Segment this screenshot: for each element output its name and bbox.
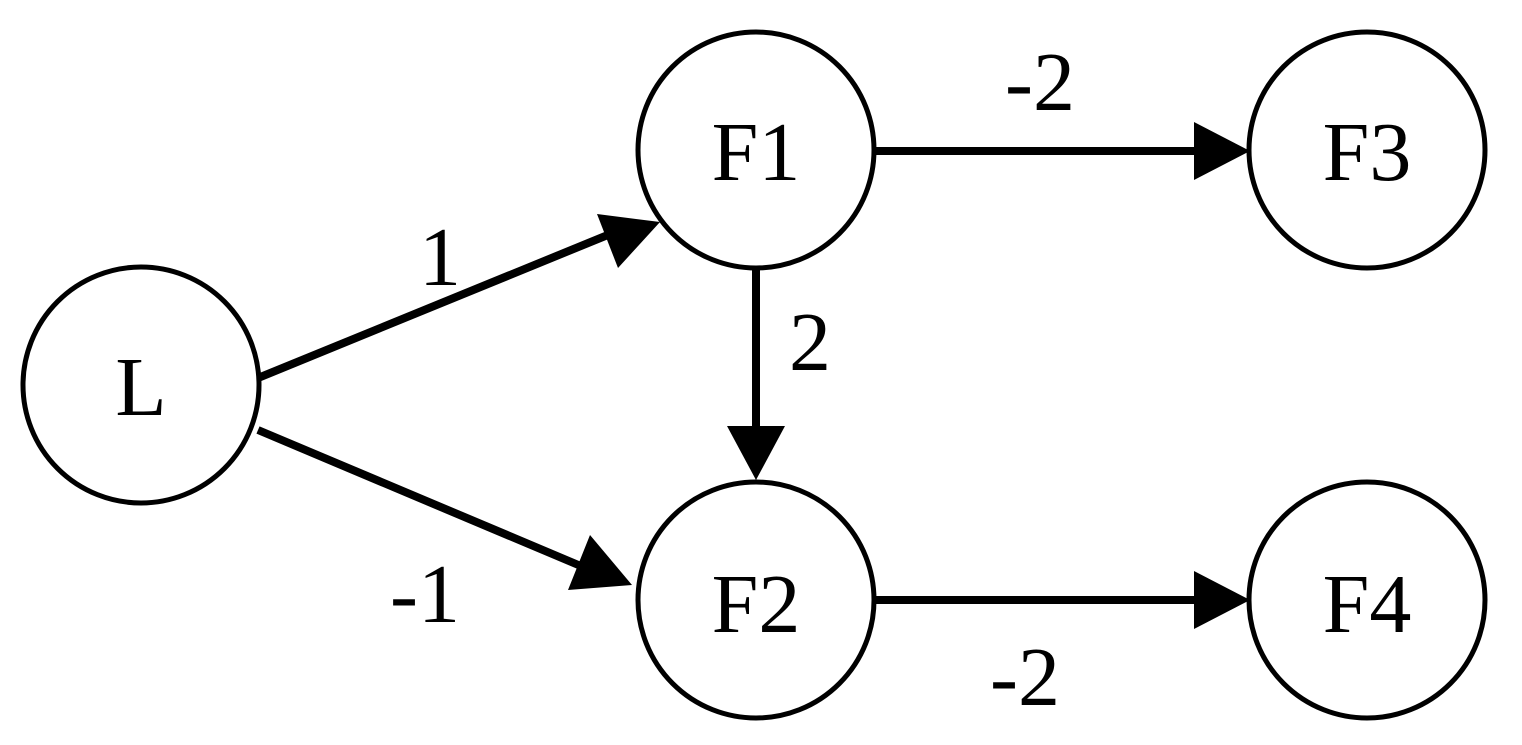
edge-label-l-f1: 1 [419,211,461,304]
edge-l-f1 [256,214,660,382]
edge-label-f1-f3: -2 [1005,36,1075,129]
arrowhead [597,214,660,268]
arrowhead [568,535,632,590]
edge-f2-f4 [875,571,1250,629]
edge-f1-f3 [875,122,1250,180]
node-label: L [115,341,166,434]
arrowhead [1194,122,1250,180]
edge-line [256,426,597,576]
node-circle [1246,479,1488,721]
node-label: F4 [1323,558,1412,651]
arrowhead [727,426,785,480]
edge-label-f1-f2: 2 [789,296,831,389]
node-f4: F4 [1246,479,1488,721]
node-circle [635,29,877,271]
arrowhead [1194,571,1250,629]
edge-line [256,226,622,382]
node-label: F2 [712,558,801,651]
node-f2: F2 [635,479,877,721]
edge-label-f2-f4: -2 [990,631,1060,724]
node-circle [635,479,877,721]
node-f1: F1 [635,29,877,271]
node-f3: F3 [1246,29,1488,271]
node-circle [1246,29,1488,271]
node-label: F1 [712,106,801,199]
edge-l-f2 [256,426,632,590]
node-label: F3 [1323,106,1412,199]
edge-f1-f2 [727,268,785,480]
edge-label-l-f2: -1 [390,548,460,641]
node-circle [20,264,262,506]
node-l: L [20,264,262,506]
